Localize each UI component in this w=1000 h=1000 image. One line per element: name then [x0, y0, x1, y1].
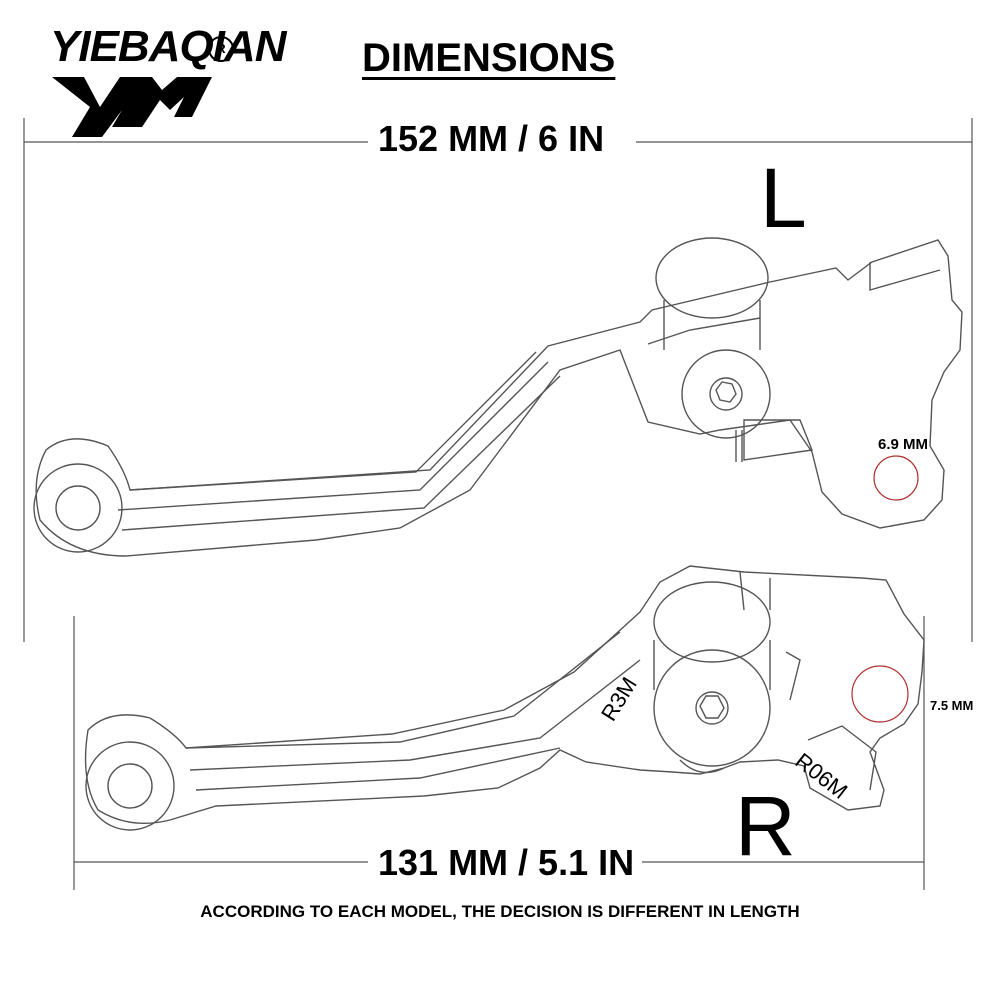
bottom-dimension-line: [73, 616, 925, 890]
registered-mark: R: [208, 36, 234, 62]
length-note: ACCORDING TO EACH MODEL, THE DECISION IS…: [200, 902, 800, 921]
page-title: DIMENSIONS: [362, 36, 616, 80]
top-dimension-line: [23, 118, 973, 642]
right-side-label: R: [735, 779, 796, 873]
right-hole-label: 7.5 MM: [930, 698, 974, 713]
right-hole-outline: [851, 665, 909, 723]
brand-mark-icon: [52, 77, 212, 137]
left-hole-label: 6.9 MM: [878, 436, 929, 453]
left-side-label: L: [760, 151, 807, 245]
left-lever-length-label: 152 MM / 6 IN: [370, 118, 613, 160]
right-lever-length-label: 131 MM / 5.1 IN: [370, 842, 643, 884]
right-lever-drawing: [84, 565, 925, 831]
left-lever-drawing: [33, 237, 963, 557]
left-hole-outline: [873, 455, 919, 501]
brand-name: YIEBAQIAN: [50, 22, 286, 71]
brand-logo: YIEBAQIAN R: [22, 14, 352, 139]
